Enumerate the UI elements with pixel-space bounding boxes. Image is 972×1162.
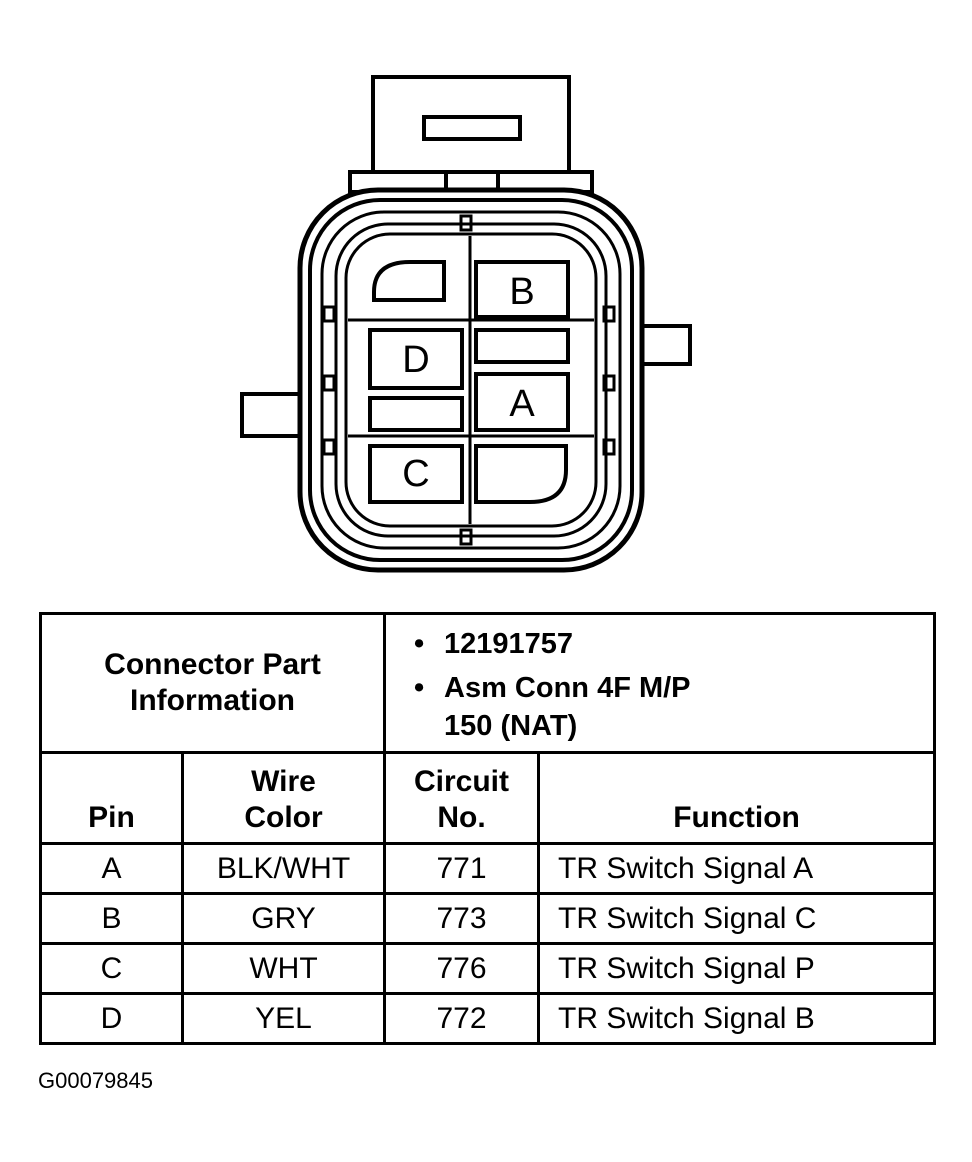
cell-function: TR Switch Signal A [537, 842, 937, 895]
cell-pin: C [39, 942, 184, 995]
table-row: B GRY 773 TR Switch Signal C [39, 892, 937, 945]
cavity-c [368, 444, 464, 504]
part-info-label-line2: Information [130, 684, 295, 717]
header-function: Function [537, 751, 937, 845]
connector-info-table: Connector Part Information 12191757 Asm … [38, 612, 937, 1045]
cavity-empty-top-left [372, 260, 446, 302]
part-info-row: Connector Part Information 12191757 Asm … [38, 612, 937, 754]
header-pin: Pin [39, 751, 184, 845]
cell-function: TR Switch Signal P [537, 942, 937, 995]
cell-wire-color: GRY [180, 892, 387, 945]
part-desc-line1: Asm Conn 4F M/P [444, 672, 691, 704]
connector-side-tab-left [240, 392, 306, 438]
header-circuit: Circuit No. [383, 751, 541, 845]
cavity-empty-bottom-right [474, 444, 568, 504]
part-desc-line2: 150 (NAT) [444, 710, 578, 742]
cell-function: TR Switch Signal C [537, 892, 937, 945]
cell-pin: B [39, 892, 184, 945]
connector-face-diagram: B D A C [240, 75, 692, 573]
connector-latch [348, 75, 594, 205]
cell-circuit: 772 [383, 992, 541, 1045]
part-description: Asm Conn 4F M/P 150 (NAT) [414, 669, 933, 745]
part-info-label-line1: Connector Part [104, 648, 321, 681]
cell-pin: D [39, 992, 184, 1045]
cell-wire-color: WHT [180, 942, 387, 995]
cell-pin: A [39, 842, 184, 895]
header-pin-text: Pin [88, 801, 135, 834]
connector-housing [297, 187, 645, 573]
cavity-d [368, 328, 464, 390]
table-row: C WHT 776 TR Switch Signal P [39, 942, 937, 995]
header-wire-color-line2: Color [244, 801, 323, 834]
part-info-values-cell: 12191757 Asm Conn 4F M/P 150 (NAT) [383, 612, 937, 754]
part-info-label-cell: Connector Part Information [38, 612, 387, 754]
cell-circuit: 776 [383, 942, 541, 995]
table-row: D YEL 772 TR Switch Signal B [39, 992, 937, 1045]
cavity-a [474, 372, 570, 432]
header-wire-color-line1: Wire [251, 765, 316, 798]
figure-id: G00079845 [38, 1068, 153, 1093]
header-circuit-line1: Circuit [414, 765, 510, 798]
pin-label-a: A [509, 383, 535, 425]
header-row: Pin Wire Color Circuit No. Function [39, 751, 937, 845]
cell-circuit: 771 [383, 842, 541, 895]
table-row: A BLK/WHT 771 TR Switch Signal A [39, 842, 937, 895]
pin-label-b: B [509, 271, 534, 313]
cavity-empty-small-right [474, 328, 570, 364]
cell-circuit: 773 [383, 892, 541, 945]
cell-function: TR Switch Signal B [537, 992, 937, 1045]
header-function-text: Function [673, 801, 800, 834]
cavity-empty-small-left [368, 396, 464, 432]
cell-wire-color: BLK/WHT [180, 842, 387, 895]
cell-wire-color: YEL [180, 992, 387, 1045]
pin-label-d: D [402, 339, 429, 381]
header-circuit-line2: No. [437, 801, 486, 834]
part-number: 12191757 [414, 625, 933, 663]
cavity-b [474, 260, 570, 319]
pin-label-c: C [402, 453, 429, 495]
header-wire-color: Wire Color [180, 751, 387, 845]
